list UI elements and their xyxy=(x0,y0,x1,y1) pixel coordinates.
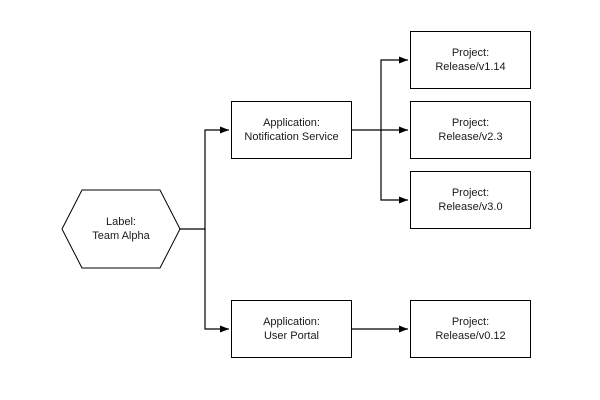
node-label-project-release-v0-12: Project: Release/v0.12 xyxy=(435,316,506,342)
edge-team-to-user-portal xyxy=(204,229,229,333)
node-application-user-portal[interactable]: Application: User Portal xyxy=(231,300,352,358)
node-label-application-user-portal: Application: User Portal xyxy=(263,316,320,342)
node-label-team-alpha: Label: Team Alpha xyxy=(92,216,150,242)
node-application-notification-service[interactable]: Application: Notification Service xyxy=(231,101,352,159)
node-label-project-release-v2-3: Project: Release/v2.3 xyxy=(438,117,503,143)
edge-notification-to-v3-0 xyxy=(380,130,408,204)
node-project-release-v1-14[interactable]: Project: Release/v1.14 xyxy=(410,31,531,89)
node-team-alpha[interactable]: Label: Team Alpha xyxy=(62,190,180,268)
edge-notification-to-v1-14 xyxy=(380,56,408,130)
node-label-application-notification-service: Application: Notification Service xyxy=(244,117,339,143)
edge-team-to-notification xyxy=(180,126,229,230)
node-label-project-release-v3-0: Project: Release/v3.0 xyxy=(438,187,503,213)
node-project-release-v3-0[interactable]: Project: Release/v3.0 xyxy=(410,171,531,229)
node-project-release-v2-3[interactable]: Project: Release/v2.3 xyxy=(410,101,531,159)
node-label-project-release-v1-14: Project: Release/v1.14 xyxy=(435,47,506,73)
node-project-release-v0-12[interactable]: Project: Release/v0.12 xyxy=(410,300,531,358)
